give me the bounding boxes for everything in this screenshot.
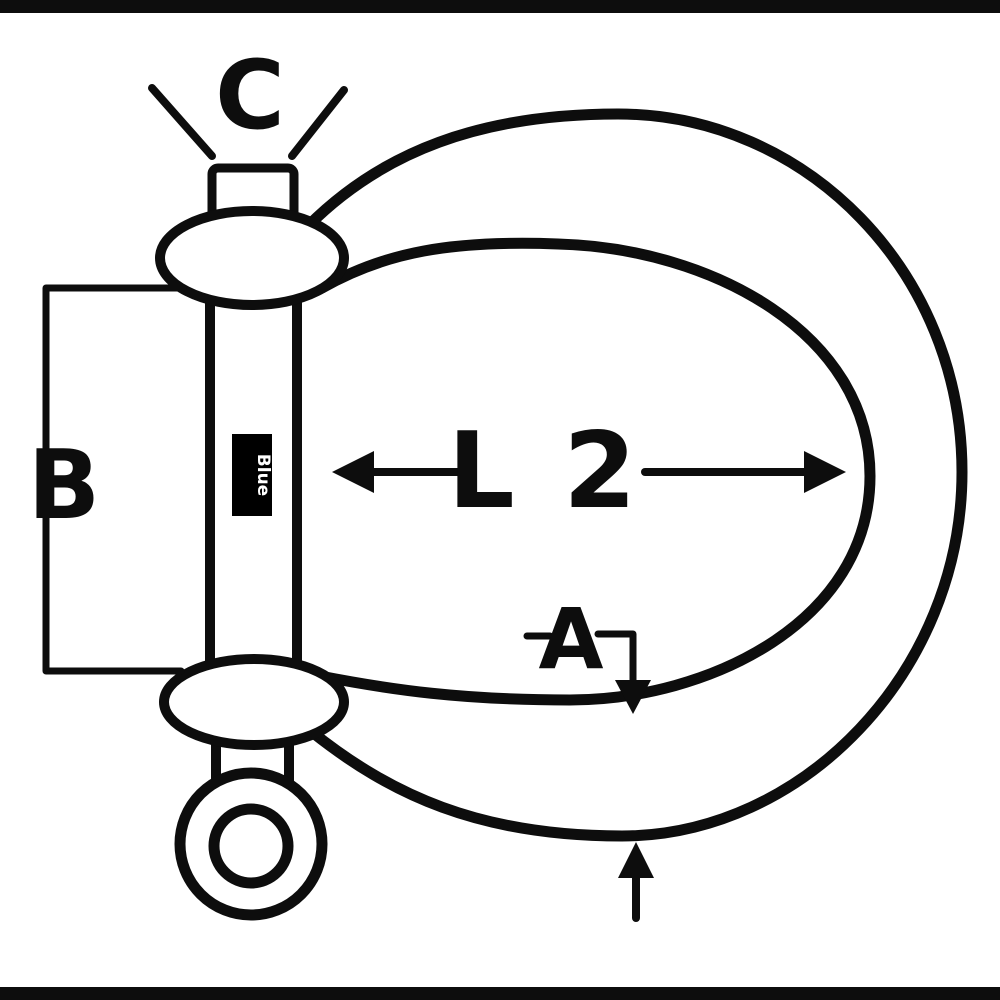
dimension-c-leader-right	[288, 86, 348, 160]
pin-ring-inner	[208, 803, 294, 889]
bottom-arrowhead-up	[618, 842, 654, 878]
dimension-b-label: B	[28, 431, 100, 541]
ink-strokes: Blue	[42, 84, 968, 922]
bow-inner-outline	[314, 237, 876, 706]
top-edge-bar	[0, 0, 1000, 13]
dimension-a-elbow	[594, 630, 637, 700]
pin-brand-tag-bg	[232, 434, 272, 516]
pin-bottom-flange	[159, 654, 349, 750]
l2-arrowhead-left	[332, 451, 374, 493]
dimension-c-leader-left	[148, 84, 216, 160]
dimension-b-bracket	[42, 284, 187, 675]
l2-arrowhead-right	[804, 451, 846, 493]
dimension-c-label: C	[215, 41, 285, 151]
a-arrowhead-down	[615, 680, 651, 714]
arrowheads	[332, 451, 846, 878]
pin-top-flange	[155, 206, 349, 310]
dimension-a-label: A	[538, 590, 603, 688]
pin-brand-tag: Blue	[232, 434, 273, 516]
pin-brand-tag-text: Blue	[253, 454, 273, 496]
dimension-lines	[42, 84, 838, 922]
bow-outer-outline	[302, 108, 968, 842]
pin-parts	[155, 163, 349, 921]
dimension-labels: C B L 2 A	[28, 41, 643, 688]
dimension-l2-label: L 2	[448, 410, 643, 532]
bottom-edge-bar	[0, 987, 1000, 1000]
